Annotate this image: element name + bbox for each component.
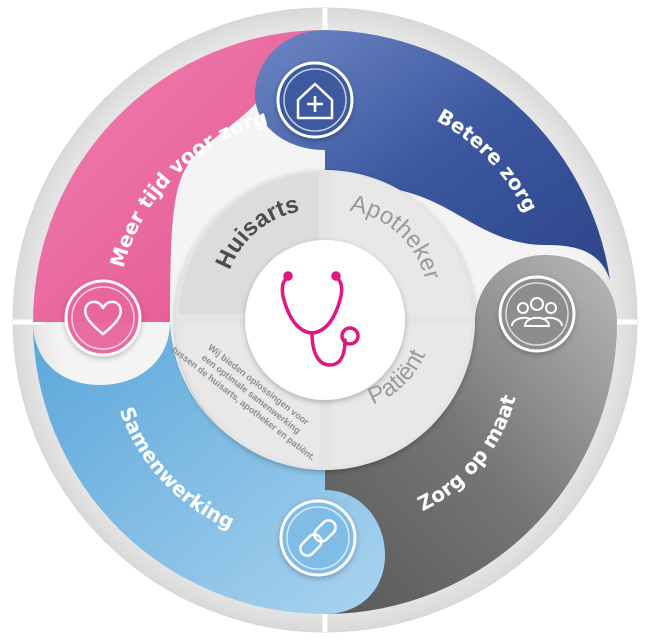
people-icon-badge [498, 275, 576, 353]
segment-meer-tijd [33, 30, 325, 322]
house-plus-icon [296, 82, 334, 120]
link-icon-badge [279, 499, 357, 577]
center-hub [245, 240, 405, 400]
stethoscope-icon [280, 271, 360, 367]
people-icon [511, 297, 563, 327]
heart-icon [84, 300, 122, 336]
heart-icon-badge [64, 279, 142, 357]
link-icon [299, 519, 337, 557]
